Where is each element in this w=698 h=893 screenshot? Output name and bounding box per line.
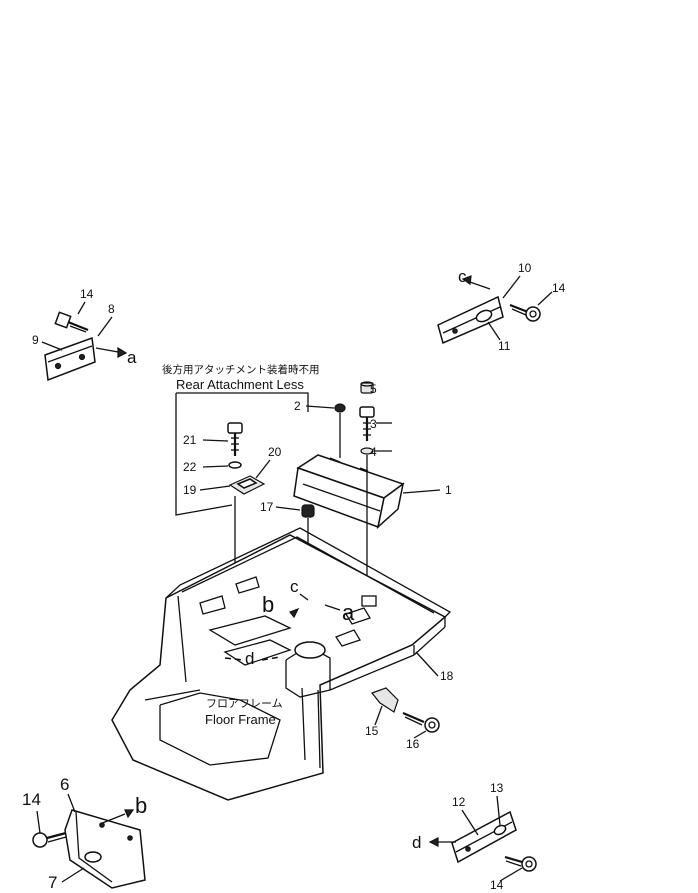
- bracket-c-assembly: [437, 275, 541, 345]
- callout-7: 7: [48, 873, 57, 892]
- bracket-d-assembly: [428, 810, 537, 872]
- washer-4: [360, 447, 374, 455]
- bracket-9: [44, 336, 96, 382]
- callout-9: 9: [32, 333, 39, 347]
- bolt-14-top-left: [54, 311, 89, 333]
- floor-frame-18: [111, 527, 452, 801]
- callout-15: 15: [365, 724, 379, 738]
- bracket-b-assembly: [32, 809, 146, 889]
- callout-19: 19: [183, 483, 197, 497]
- bolt-14-bottom-left: [32, 831, 67, 848]
- callout-21: 21: [183, 433, 197, 447]
- rear-attachment-note-en: Rear Attachment Less: [176, 377, 304, 392]
- callout-4: 4: [370, 445, 377, 459]
- callout-3: 3: [370, 417, 377, 431]
- callout-2: 2: [294, 399, 301, 413]
- callout-6: 6: [60, 775, 69, 794]
- bolt-3: [359, 406, 375, 441]
- bolt-16: [402, 711, 440, 733]
- callout-22: 22: [183, 460, 197, 474]
- floor-frame-label-en: Floor Frame: [205, 712, 276, 727]
- callout-14-top-right: 14: [552, 281, 566, 295]
- bracket-a-assembly: [44, 311, 128, 382]
- ref-d-main: d: [245, 649, 254, 668]
- bolt-14-bottom-right: [504, 855, 537, 872]
- ref-d-bottom-right: d: [412, 833, 421, 852]
- bracket-6: [64, 809, 146, 889]
- callout-16: 16: [406, 737, 420, 751]
- ref-b-bottom-left: b: [135, 793, 147, 818]
- ref-c-main: c: [290, 577, 299, 596]
- bolt-21: [227, 422, 243, 456]
- nut-2: [334, 403, 346, 413]
- ref-a-top-left: a: [127, 348, 137, 367]
- callout-14-bottom-right: 14: [490, 878, 504, 892]
- callout-11: 11: [498, 339, 511, 353]
- callout-14-top-left: 14: [80, 287, 94, 301]
- callout-14-bottom-left: 14: [22, 790, 41, 809]
- ref-a-main: a: [342, 600, 355, 625]
- callout-1: 1: [445, 483, 452, 497]
- callout-5: 5: [370, 382, 377, 396]
- callout-20: 20: [268, 445, 282, 459]
- callout-8: 8: [108, 302, 115, 316]
- ref-c-top-right: c: [458, 267, 467, 286]
- cap-5: [360, 381, 374, 394]
- rear-attachment-note-jp: 後方用アタッチメント装着時不用: [162, 363, 320, 376]
- rear-attachment-frame: [175, 393, 233, 516]
- floor-frame-label-jp: フロアフレーム: [206, 697, 283, 710]
- washer-22: [228, 461, 242, 469]
- callout-10: 10: [518, 261, 532, 275]
- bolt-14-top-right: [509, 303, 541, 322]
- cap-17: [301, 504, 315, 518]
- callout-13: 13: [490, 781, 504, 795]
- ref-b-main: b: [262, 592, 274, 617]
- clip-15: [371, 687, 399, 713]
- callout-17: 17: [260, 500, 274, 514]
- callout-12: 12: [452, 795, 466, 809]
- callout-18: 18: [440, 669, 454, 683]
